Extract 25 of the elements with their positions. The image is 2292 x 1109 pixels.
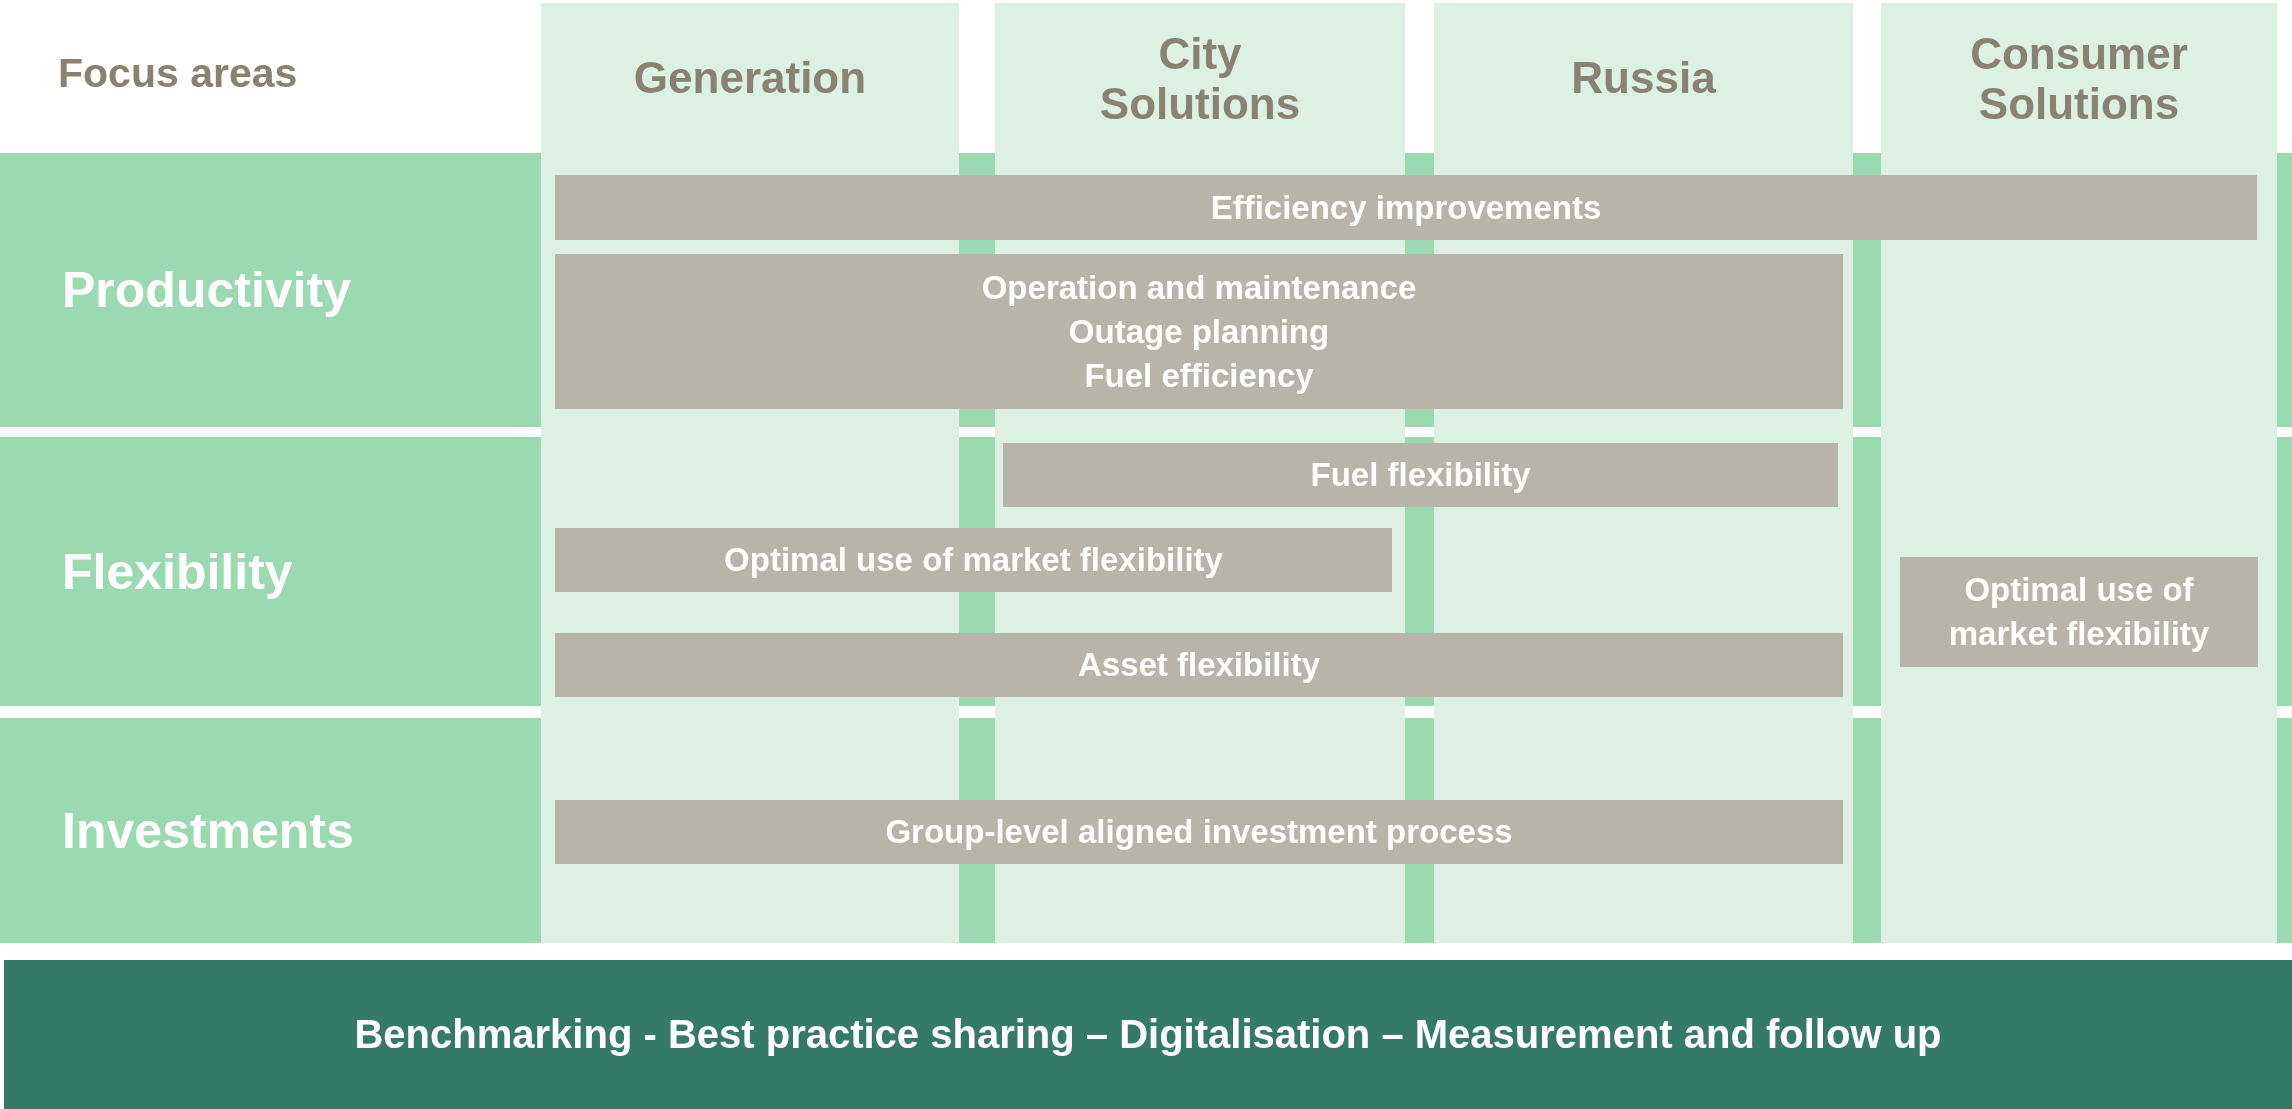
bar-text: Group-level aligned investment process — [885, 812, 1513, 852]
row-label: Investments — [62, 801, 354, 860]
practice-bar — [555, 254, 1843, 409]
bar-text: Fuel efficiency — [1084, 355, 1314, 396]
practice-bar — [555, 528, 1392, 592]
row-label: Flexibility — [62, 542, 293, 601]
column-heading: City Solutions — [1098, 29, 1302, 129]
practice-bar — [555, 175, 2257, 240]
row-label: Productivity — [62, 261, 351, 319]
practice-bar — [1003, 443, 1838, 507]
column-heading: Generation — [633, 53, 867, 103]
bar-text: Outage planning — [1068, 311, 1330, 352]
bar-text: Fuel flexibility — [1310, 455, 1531, 495]
heading-label: Focus areas — [58, 50, 298, 97]
footer-text: Benchmarking - Best practice sharing – Digitalisation – Measurement and follow up — [354, 1012, 1942, 1057]
column-heading: Russia — [1571, 53, 1716, 103]
practice-bar — [555, 800, 1843, 864]
column-heading: Consumer Solutions — [1969, 29, 2189, 129]
bar-text: Asset flexibility — [1077, 645, 1321, 685]
bar-text: Efficiency improvements — [1210, 187, 1602, 228]
bar-text: Optimal use of market flexibility — [1947, 570, 2211, 654]
bar-text: Optimal use of market flexibility — [724, 540, 1223, 580]
practice-bar — [555, 633, 1843, 697]
footer-band — [4, 960, 2292, 1109]
bar-text: Operation and maintenance — [981, 267, 1417, 308]
